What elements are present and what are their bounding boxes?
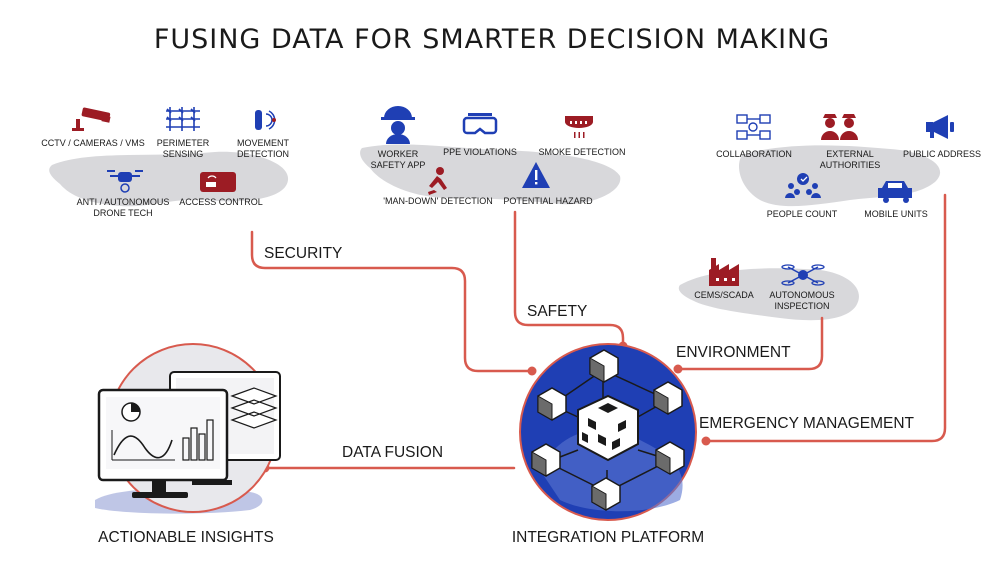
security-item-5: ACCESS CONTROL [179,197,263,207]
hard-hat-worker-icon [381,106,415,144]
security-cloud [49,151,289,207]
security-connector [250,230,534,373]
safety-cloud [360,144,621,205]
access-card-icon [200,172,236,192]
data-fusion-label: DATA FUSION [342,444,443,461]
emergency-item-3: PUBLIC ADDRESS [903,149,981,159]
safety-item-3: SMOKE DETECTION [538,147,625,157]
people-count-icon [785,173,821,198]
perimeter-fence-icon [166,107,200,131]
safety-label: SAFETY [527,303,587,320]
security-label: SECURITY [264,245,342,262]
environment-connector [676,316,824,371]
smoke-detector-icon [565,116,593,138]
insights-illustration [95,343,281,514]
environment-item-1: CEMS/SCADA [694,290,754,300]
drone-icon [107,170,143,193]
platform-illustration [519,343,697,521]
factory-icon [709,258,739,286]
collaboration-network-icon [736,114,771,140]
safety-goggles-icon [462,113,498,135]
environment-connector-dot [673,364,683,374]
security-item-1: CCTV / CAMERAS / VMS [41,138,145,148]
safety-connector [513,210,625,348]
platform-label: INTEGRATION PLATFORM [512,529,704,546]
inspection-drone-icon [781,264,825,286]
emergency-item-1: COLLABORATION [716,149,792,159]
emergency-connector [704,193,947,443]
megaphone-icon [926,115,954,139]
emergency-label: EMERGENCY MANAGEMENT [699,415,915,432]
safety-item-5: POTENTIAL HAZARD [503,196,593,206]
security-connector-dot [527,366,537,376]
man-down-icon [428,167,447,195]
movement-sensor-icon [255,110,276,130]
vehicle-icon [878,181,912,203]
cctv-camera-icon [72,107,111,131]
environment-label: ENVIRONMENT [676,344,791,361]
authorities-icon [821,114,858,140]
warning-triangle-icon [522,162,550,188]
insights-label: ACTIONABLE INSIGHTS [98,529,274,546]
diagram-title: FUSING DATA FOR SMARTER DECISION MAKING [154,24,830,55]
emergency-item-5: MOBILE UNITS [864,209,928,219]
emergency-connector-dot [701,436,711,446]
safety-item-2: PPE VIOLATIONS [443,147,517,157]
emergency-item-4: PEOPLE COUNT [767,209,838,219]
safety-item-4: 'MAN-DOWN' DETECTION [383,196,492,206]
